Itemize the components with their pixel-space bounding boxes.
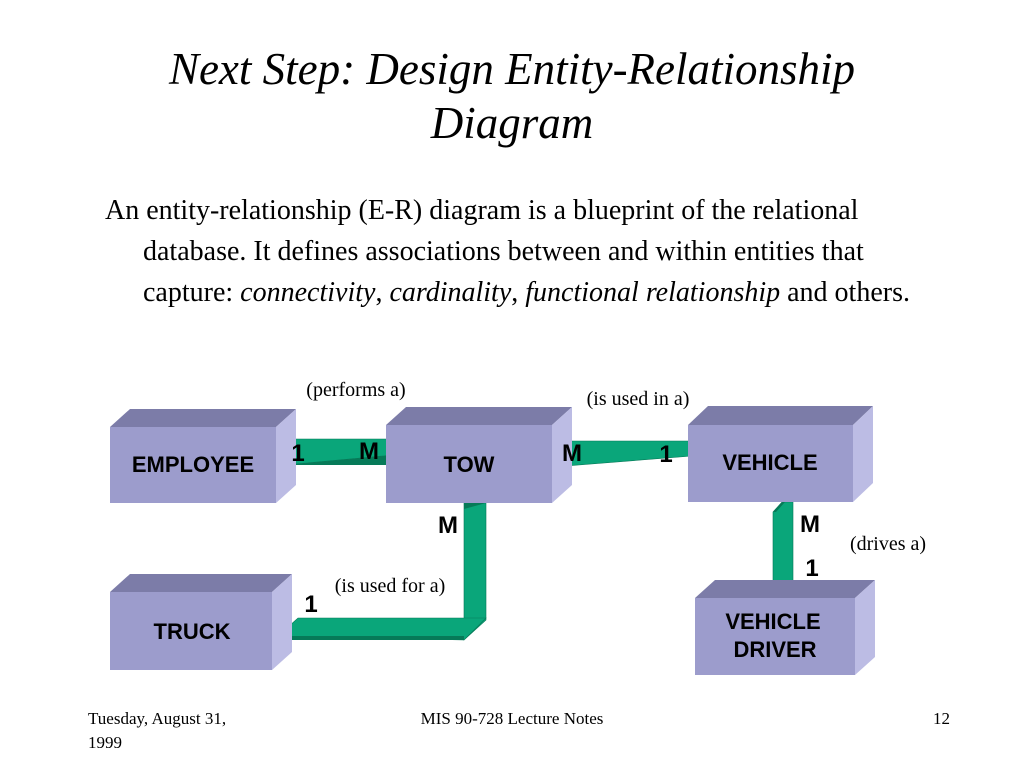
box-top [110,574,292,592]
cardinality-employee-side: 1 [291,440,304,467]
body-text-end: and others. [780,277,910,308]
entity-label: TOW [444,452,495,477]
entity-label: TRUCK [154,619,231,644]
connector-tow-truck [277,496,487,641]
relationship-used-for: (is used for a) [335,575,446,597]
connector-shade [284,455,394,465]
entity-truck: TRUCK [110,574,292,670]
cardinality-driver-side: 1 [805,555,818,582]
relationship-performs: (performs a) [306,379,405,401]
cardinality-vehicle-side: 1 [659,441,672,468]
box-side [552,407,572,503]
relationship-used-in: (is used in a) [587,388,690,410]
title-line-1: Next Step: Design Entity-Relationship [168,44,856,94]
entity-label-line-2: DRIVER [733,637,816,662]
box-top [688,406,873,425]
connector-top [564,440,693,467]
box-side [272,574,292,670]
footer-date-line-2: 1999 [88,733,122,752]
term-cardinality: cardinality [389,277,512,308]
box-front [386,425,552,503]
connector-tow-vehicle [564,440,693,467]
box-front [110,592,272,670]
cardinality-truck-side: 1 [304,591,317,618]
box-front [110,427,276,503]
entity-label: EMPLOYEE [132,452,254,477]
footer-page-number: 12 [933,709,950,728]
relationship-drives: (drives a) [850,533,926,555]
slide-title: Next Step: Design Entity-Relationship Di… [0,42,1024,150]
body-separator-1: , [375,277,390,308]
box-side [276,409,296,503]
connector-edge [278,636,464,640]
box-top [386,407,572,425]
cardinality-tow-side: M [438,512,458,539]
body-text-main: An entity-relationship (E-R) diagram is … [105,195,864,308]
entity-employee: EMPLOYEE [110,409,296,503]
er-diagram: EMPLOYEE TOW VEHICLE TRUCK VEHICLE DRIVE… [110,379,926,675]
box-top [110,409,296,427]
cardinality-tow-side: M [359,438,379,465]
cardinality-tow-side: M [562,440,582,467]
box-top [695,580,875,598]
box-front [695,598,855,675]
body-paragraph: An entity-relationship (E-R) diagram is … [105,190,935,313]
body-separator-2: , [511,277,526,308]
footer-date: Tuesday, August 31, 1999 [88,707,288,755]
cardinality-vehicle-side: M [800,511,820,538]
connector-cap [773,502,785,512]
box-front [688,425,853,502]
footer-course-name: MIS 90-728 Lecture Notes [420,709,604,728]
box-side [853,406,873,502]
entity-label: VEHICLE [722,450,817,475]
term-connectivity: connectivity [240,277,376,308]
title-line-2: Diagram [430,98,594,148]
footer-date-line-1: Tuesday, August 31, [88,709,227,728]
entity-vehicle-driver: VEHICLE DRIVER [695,580,875,675]
entity-tow: TOW [386,407,572,503]
term-functional-relationship: functional relationship [525,277,781,308]
entity-label-line-1: VEHICLE [725,609,820,634]
box-side [855,580,875,675]
entity-vehicle: VEHICLE [688,406,873,502]
